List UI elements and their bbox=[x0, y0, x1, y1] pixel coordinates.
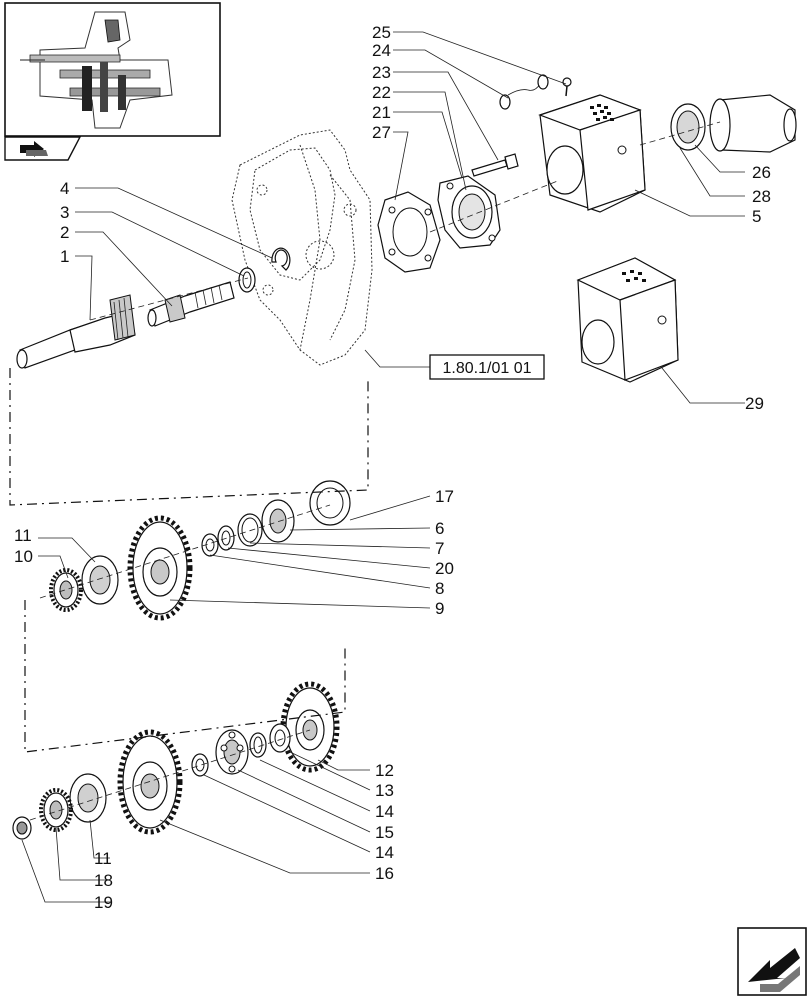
spacer-bush bbox=[269, 723, 291, 753]
callout-14-top: 14 bbox=[375, 802, 394, 821]
spur-gear-lower bbox=[117, 729, 183, 835]
callout-15: 15 bbox=[375, 823, 394, 842]
callout-11-bottom: 11 bbox=[94, 849, 112, 868]
callout-24: 24 bbox=[372, 41, 391, 60]
washer-lower bbox=[191, 753, 209, 777]
callout-8: 8 bbox=[435, 579, 444, 598]
callout-4: 4 bbox=[60, 179, 69, 198]
overview-thumbnail[interactable] bbox=[4, 2, 221, 137]
callout-11-top: 11 bbox=[14, 526, 32, 545]
callout-14-bottom: 14 bbox=[375, 843, 394, 862]
protective-cap bbox=[709, 94, 797, 153]
splined-shaft bbox=[147, 281, 235, 327]
callout-13: 13 bbox=[375, 781, 394, 800]
callout-3: 3 bbox=[60, 203, 69, 222]
assembly-boundary-lines bbox=[9, 121, 721, 821]
callout-27: 27 bbox=[372, 123, 391, 142]
callout-26: 26 bbox=[752, 163, 771, 182]
pinion-lower bbox=[39, 788, 73, 832]
callout-6: 6 bbox=[435, 519, 444, 538]
callout-12: 12 bbox=[375, 761, 394, 780]
alternate-guard bbox=[576, 257, 679, 383]
snap-ring bbox=[238, 267, 256, 293]
snap-ring-large bbox=[237, 513, 263, 547]
bearing-cup bbox=[309, 480, 351, 526]
bearing bbox=[261, 499, 295, 543]
flange-cover bbox=[437, 175, 501, 249]
spur-gear-upper bbox=[280, 681, 340, 773]
guard-housing bbox=[538, 94, 646, 213]
seal-ring bbox=[670, 103, 706, 151]
gasket bbox=[377, 191, 441, 273]
needle-bearing-lower bbox=[69, 773, 107, 823]
reference-label: 1.80.1/01 01 bbox=[443, 360, 532, 377]
callout-10: 10 bbox=[14, 547, 33, 566]
pinion-middle bbox=[49, 568, 83, 612]
callout-16: 16 bbox=[375, 864, 394, 883]
callout-5: 5 bbox=[752, 207, 761, 226]
ball-bearing bbox=[215, 729, 249, 775]
callout-labels: 1 2 3 4 25 24 23 22 21 27 26 28 5 29 17 … bbox=[14, 23, 771, 912]
gearbox-housing bbox=[231, 129, 373, 366]
callout-25: 25 bbox=[372, 23, 391, 42]
chain-with-rings bbox=[499, 74, 549, 110]
callout-19: 19 bbox=[94, 893, 113, 912]
callout-7: 7 bbox=[435, 539, 444, 558]
thrust-washer bbox=[201, 533, 219, 557]
callout-20: 20 bbox=[435, 559, 454, 578]
callout-17: 17 bbox=[435, 487, 454, 506]
end-cap bbox=[12, 816, 32, 840]
callout-28: 28 bbox=[752, 187, 771, 206]
bolt bbox=[471, 153, 519, 177]
next-page-arrow-icon[interactable] bbox=[737, 927, 807, 996]
callout-18: 18 bbox=[94, 871, 113, 890]
retaining-pin bbox=[562, 77, 572, 97]
callout-29: 29 bbox=[745, 394, 764, 413]
callout-21: 21 bbox=[372, 103, 391, 122]
spur-gear-middle bbox=[127, 515, 193, 621]
snap-ring-lower bbox=[249, 732, 267, 758]
circlip bbox=[271, 247, 291, 271]
callout-1: 1 bbox=[60, 247, 69, 266]
leader-lines bbox=[21, 31, 745, 903]
callout-23: 23 bbox=[372, 63, 391, 82]
needle-bearing-middle bbox=[81, 555, 119, 605]
callout-9: 9 bbox=[435, 599, 444, 618]
callout-2: 2 bbox=[60, 223, 69, 242]
book-arrow-icon[interactable] bbox=[4, 136, 82, 161]
callout-22: 22 bbox=[372, 83, 391, 102]
input-shaft bbox=[16, 294, 136, 369]
reference-link[interactable]: 1.80.1/01 01 bbox=[429, 354, 545, 380]
